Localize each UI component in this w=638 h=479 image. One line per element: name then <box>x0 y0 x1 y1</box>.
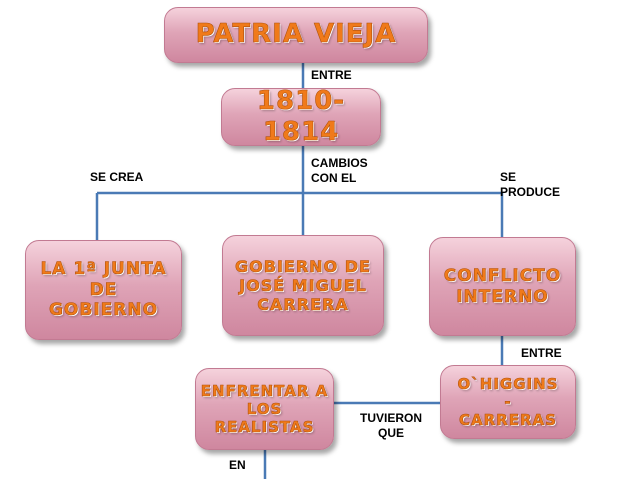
node-ohiggins-carreras: O`HIGGINS - CARRERAS <box>440 365 576 439</box>
node-gobierno-carrera: GOBIERNO DE JOSÉ MIGUEL CARRERA <box>222 235 384 336</box>
label-tuvieron: TUVIERON QUE <box>360 411 423 440</box>
node-years: 1810-1814 <box>221 85 381 148</box>
node-patria-vieja: PATRIA VIEJA <box>164 7 428 63</box>
label-cambios: CAMBIOS CON EL <box>311 156 368 185</box>
label-en: EN <box>229 458 246 472</box>
label-entre-top: ENTRE <box>311 68 352 82</box>
node-primera-junta: LA 1ª JUNTA DE GOBIERNO <box>25 240 182 340</box>
label-entre-bottom: ENTRE <box>521 346 562 360</box>
label-se-crea: SE CREA <box>90 170 144 184</box>
label-se-produce: SE PRODUCE <box>500 170 561 199</box>
node-conflicto-text: CONFLICTO INTERNO <box>443 266 562 307</box>
node-enfrentar: ENFRENTAR A LOS REALISTAS <box>195 368 334 450</box>
node-patria-vieja-text: PATRIA VIEJA <box>195 19 397 50</box>
node-ohiggins-carreras-text: O`HIGGINS - CARRERAS <box>457 375 559 430</box>
node-years-text: 1810-1814 <box>256 85 346 148</box>
node-enfrentar-text: ENFRENTAR A LOS REALISTAS <box>200 382 329 437</box>
node-gobierno-carrera-text: GOBIERNO DE JOSÉ MIGUEL CARRERA <box>235 256 371 315</box>
node-conflicto: CONFLICTO INTERNO <box>429 237 576 336</box>
node-primera-junta-text: LA 1ª JUNTA DE GOBIERNO <box>40 259 167 321</box>
